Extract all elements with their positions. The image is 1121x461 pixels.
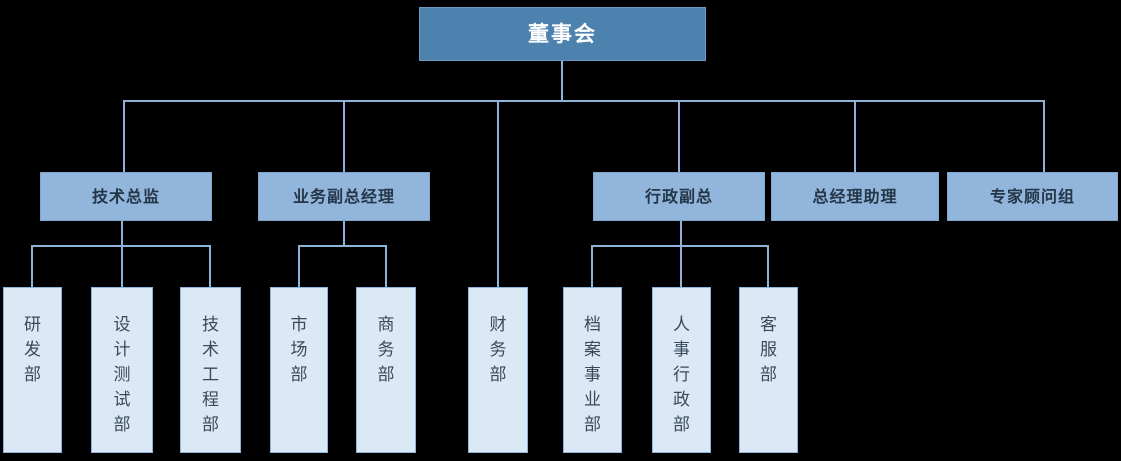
connector-drop-marketing-dept <box>298 245 300 287</box>
org-node-label: 技术总监 <box>91 187 160 206</box>
org-node-tech-director: 技术总监 <box>40 172 212 221</box>
org-node-board: 董事会 <box>419 7 706 61</box>
org-node-label: 总经理助理 <box>812 187 898 206</box>
connector-drop-tech-director <box>123 100 125 172</box>
connector-tech-horizontal <box>31 245 211 247</box>
org-node-business-deputy-gm: 业务副总经理 <box>258 172 430 221</box>
connector-drop-customer-service-dept <box>767 245 769 287</box>
org-node-label: 档案事业部 <box>583 315 601 435</box>
org-node-finance-dept: 财务部 <box>468 287 528 453</box>
org-node-label: 业务副总经理 <box>292 187 395 206</box>
org-node-admin-deputy: 行政副总 <box>593 172 765 221</box>
org-node-archives-dept: 档案事业部 <box>563 287 622 453</box>
org-node-customer-service-dept: 客服部 <box>739 287 798 453</box>
connector-drop-rd-dept <box>31 245 33 287</box>
connector-drop-gm-assistant <box>854 100 856 172</box>
connector-business-horizontal <box>298 245 387 247</box>
connector-drop-admin-deputy <box>678 100 680 172</box>
connector-tech-stem <box>121 221 123 287</box>
org-node-marketing-dept: 市场部 <box>270 287 328 453</box>
org-node-label: 研发部 <box>23 315 41 385</box>
connector-drop-business-deputy <box>343 100 345 172</box>
org-node-label: 设计测试部 <box>113 315 131 435</box>
connector-drop-tech-engineering-dept <box>209 245 211 287</box>
org-node-tech-engineering-dept: 技术工程部 <box>180 287 241 453</box>
connector-drop-finance-dept <box>497 100 499 287</box>
connector-business-stem <box>343 221 345 246</box>
connector-drop-expert-group <box>1043 100 1045 172</box>
org-node-label: 商务部 <box>377 315 395 385</box>
org-node-label: 专家顾问组 <box>989 187 1075 206</box>
org-node-board-label: 董事会 <box>528 22 597 46</box>
connector-admin-horizontal <box>591 245 769 247</box>
org-node-hr-admin-dept: 人事行政部 <box>652 287 711 453</box>
connector-admin-stem <box>680 221 682 287</box>
org-node-label: 人事行政部 <box>672 315 690 435</box>
connector-drop-archives-dept <box>591 245 593 287</box>
org-node-label: 行政副总 <box>644 187 713 206</box>
connector-main-horizontal <box>123 100 1045 102</box>
connector-drop-commerce-dept <box>385 245 387 287</box>
org-node-label: 市场部 <box>290 315 308 385</box>
org-node-label: 财务部 <box>489 315 507 385</box>
org-node-expert-advisory-group: 专家顾问组 <box>947 172 1118 221</box>
org-node-commerce-dept: 商务部 <box>356 287 416 453</box>
org-node-gm-assistant: 总经理助理 <box>771 172 939 221</box>
org-node-rd-dept: 研发部 <box>3 287 62 453</box>
connector-root-riser <box>561 61 563 101</box>
org-node-label: 客服部 <box>759 315 777 385</box>
org-node-design-test-dept: 设计测试部 <box>91 287 153 453</box>
org-node-label: 技术工程部 <box>201 315 219 435</box>
